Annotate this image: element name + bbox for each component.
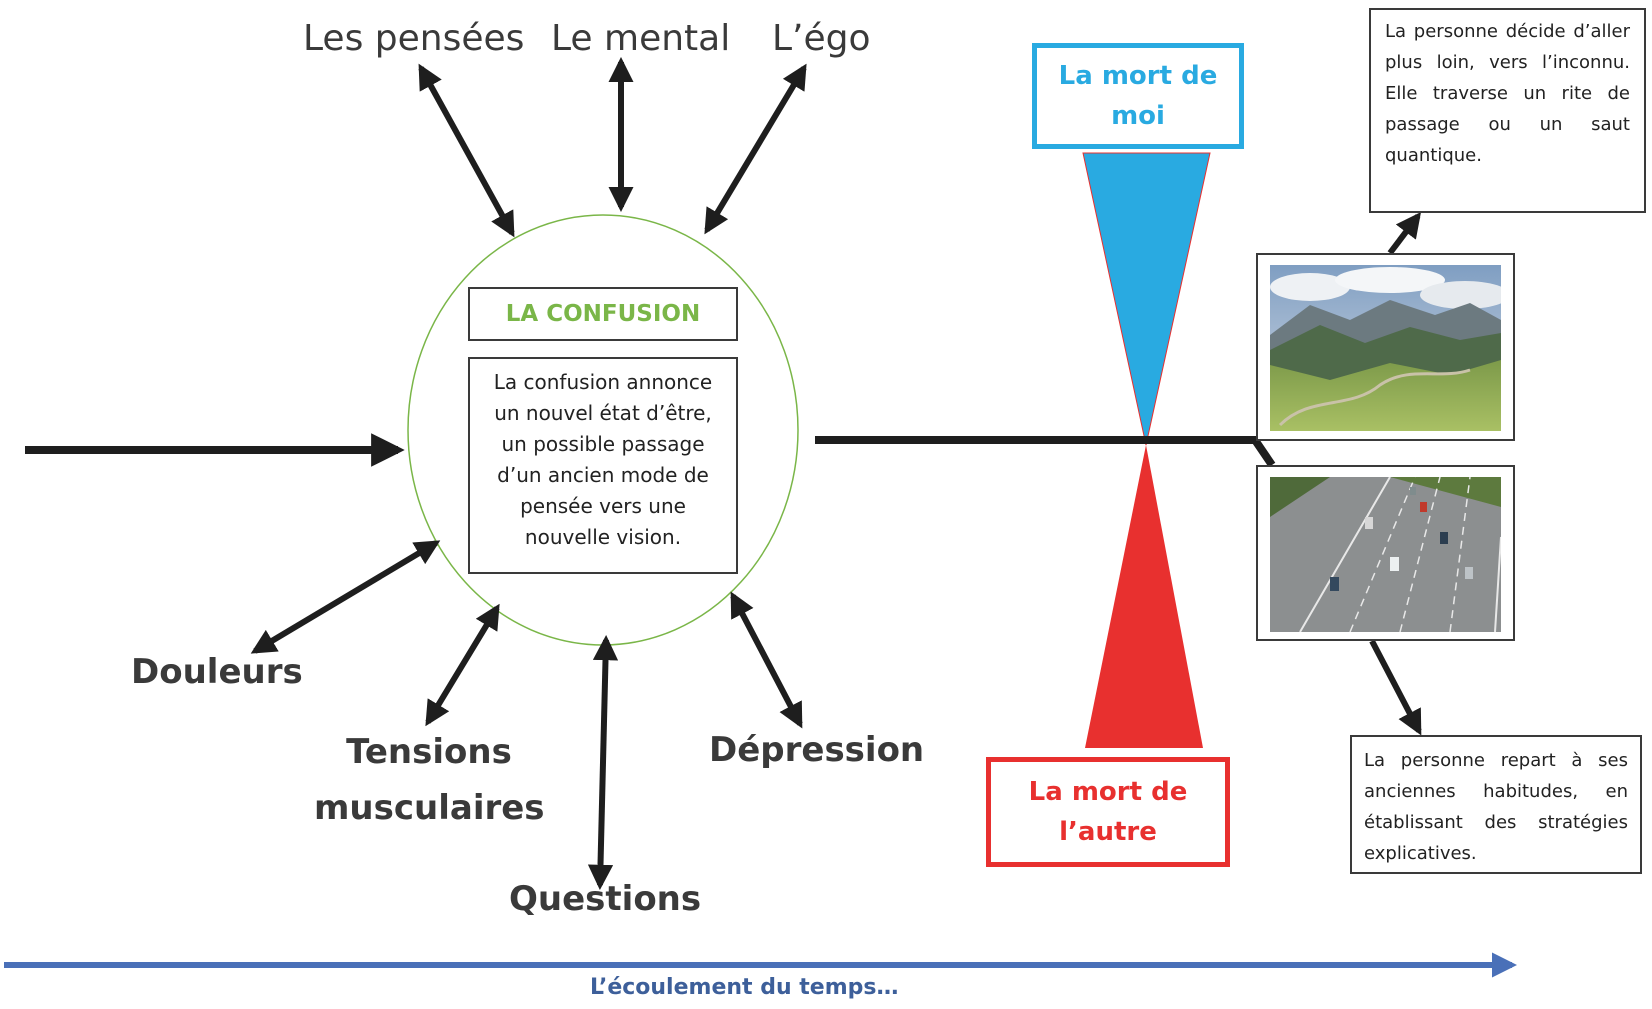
back-note-text: La personne repart à ses anciennes habit… — [1364, 750, 1628, 864]
label-ego: L’égo — [772, 18, 871, 59]
death-of-other-box: La mort de l’autre — [986, 757, 1230, 867]
timeline-label: L’écoulement du temps… — [590, 975, 899, 1000]
arrow-ego — [704, 63, 807, 235]
arrow-tensions — [425, 603, 500, 727]
confusion-description-box: La confusion annonce un nouvel état d’êt… — [468, 357, 738, 574]
death-of-self-box: La mort de moi — [1032, 43, 1244, 149]
forward-note-text: La personne décide d’aller plus loin, ve… — [1385, 21, 1630, 166]
highway-image — [1270, 477, 1501, 632]
confusion-title-box: LA CONFUSION — [468, 287, 738, 341]
label-questions: Questions — [509, 879, 702, 919]
arrow-forward — [1387, 211, 1422, 255]
back-note-box: La personne repart à ses anciennes habit… — [1350, 735, 1642, 874]
arrow-pain — [250, 540, 441, 654]
label-thoughts: Les pensées — [303, 18, 525, 59]
hourglass-top — [1082, 152, 1211, 446]
death-of-other-label: La mort de l’autre — [1028, 777, 1188, 847]
arrow-back — [1369, 639, 1422, 736]
forward-note-box: La personne décide d’aller plus loin, ve… — [1369, 8, 1646, 213]
arrow-thoughts — [418, 63, 515, 238]
confusion-title: LA CONFUSION — [505, 301, 701, 327]
arrow-questions — [587, 634, 619, 891]
label-pain: Douleurs — [131, 652, 303, 692]
label-depression: Dépression — [709, 730, 925, 770]
mountain-image — [1270, 265, 1501, 431]
arrow-depression — [730, 591, 803, 729]
highway-photo — [1256, 465, 1515, 641]
label-mind: Le mental — [551, 18, 731, 59]
mountain-photo — [1256, 253, 1515, 441]
label-tensions: Tensions musculaires — [314, 732, 545, 828]
hourglass-bottom — [1085, 445, 1203, 748]
confusion-description: La confusion annonce un nouvel état d’êt… — [493, 370, 713, 549]
death-of-self-label: La mort de moi — [1058, 61, 1218, 131]
main-path — [815, 436, 1276, 468]
